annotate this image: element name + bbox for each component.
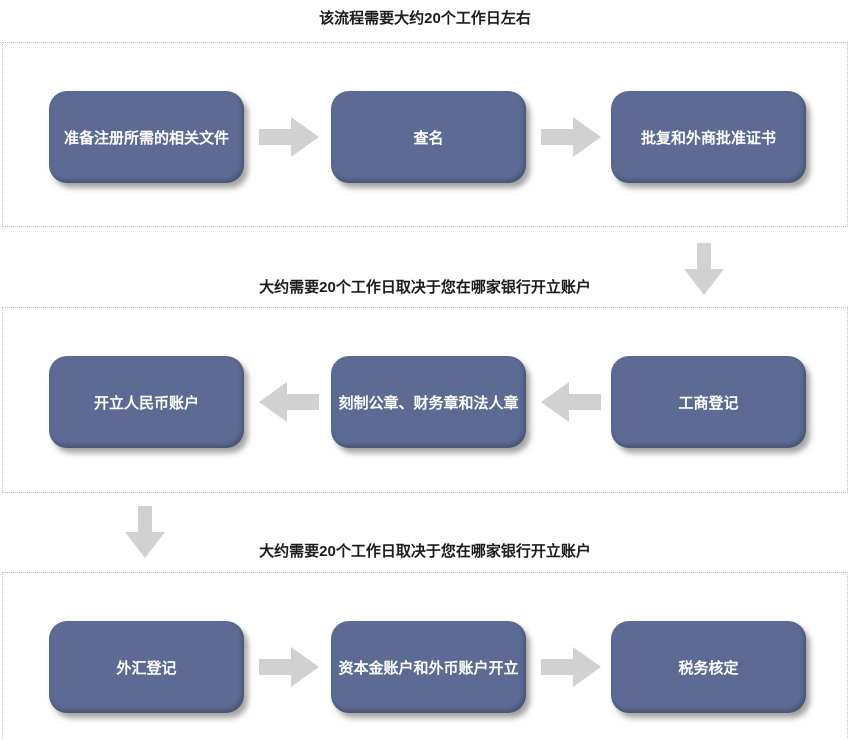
- arrow-right-icon: [541, 647, 601, 687]
- section-title-1: 该流程需要大约20个工作日左右: [319, 10, 531, 27]
- step-label: 查名: [413, 129, 444, 147]
- arrow-down-icon: [125, 506, 165, 558]
- step-forex-registration: 外汇登记: [49, 621, 244, 713]
- process-row-2: 开立人民币账户 刻制公章、财务章和法人章 工商登记: [2, 307, 848, 493]
- arrow-right-icon: [259, 647, 319, 687]
- section-title-3: 大约需要20个工作日取决于您在哪家银行开立账户: [259, 543, 591, 560]
- arrow-right-icon: [259, 117, 319, 157]
- process-row-3: 外汇登记 资本金账户和外币账户开立 税务核定: [2, 572, 848, 740]
- step-label: 税务核定: [678, 659, 739, 677]
- step-label: 开立人民币账户: [93, 394, 199, 412]
- section-title-2: 大约需要20个工作日取决于您在哪家银行开立账户: [259, 279, 591, 296]
- arrow-down-icon: [684, 243, 724, 295]
- arrow-right-icon: [541, 117, 601, 157]
- arrow-left-icon: [259, 382, 319, 422]
- step-label: 准备注册所需的相关文件: [63, 129, 229, 147]
- step-name-check: 查名: [331, 91, 526, 183]
- step-tax-verification: 税务核定: [611, 621, 806, 713]
- arrow-left-icon: [541, 382, 601, 422]
- process-row-1: 准备注册所需的相关文件 查名 批复和外商批准证书: [2, 42, 848, 227]
- step-label: 刻制公章、财务章和法人章: [338, 394, 519, 412]
- step-capital-account-opening: 资本金账户和外币账户开立: [331, 621, 526, 713]
- step-approval-certificate: 批复和外商批准证书: [611, 91, 806, 183]
- step-label: 批复和外商批准证书: [640, 129, 776, 147]
- step-business-registration: 工商登记: [611, 356, 806, 448]
- step-label: 工商登记: [678, 394, 739, 412]
- step-prepare-documents: 准备注册所需的相关文件: [49, 91, 244, 183]
- step-carve-seals: 刻制公章、财务章和法人章: [331, 356, 526, 448]
- step-open-rmb-account: 开立人民币账户: [49, 356, 244, 448]
- step-label: 资本金账户和外币账户开立: [338, 659, 519, 677]
- step-label: 外汇登记: [116, 659, 177, 677]
